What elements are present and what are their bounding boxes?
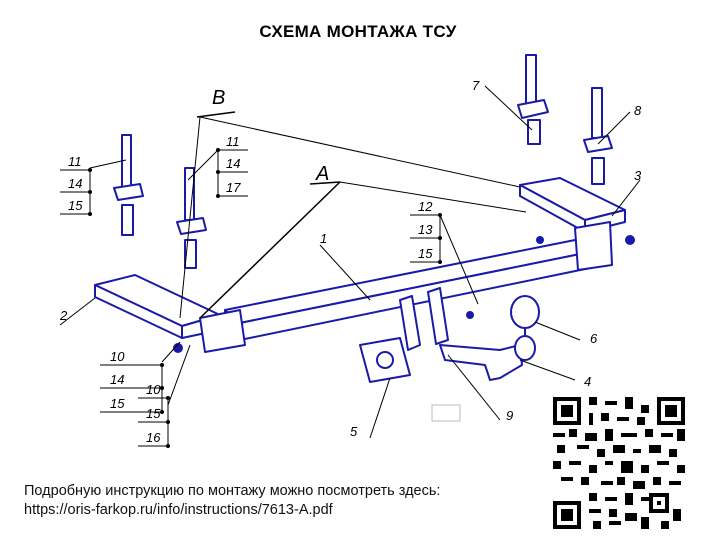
view-label-b: B: [212, 87, 225, 109]
callout-dots: [88, 148, 442, 448]
hw-left-top-2: 14: [68, 176, 82, 191]
hw-right-3: 15: [418, 246, 433, 261]
hw-bottom-left2-3: 16: [146, 430, 161, 445]
hw-left-top-1: 11: [68, 154, 82, 169]
socket-plate: [359, 337, 411, 383]
hw-bottom-left2-2: 15: [146, 406, 161, 421]
hw-bottom-left-2: 14: [110, 372, 124, 387]
bolt-7: [517, 54, 549, 145]
bolt-middle: [176, 167, 207, 269]
part-9-label: 9: [506, 408, 513, 423]
footer-text: Подробную инструкцию по монтажу можно по…: [24, 483, 441, 499]
hw-right-1: 12: [418, 199, 433, 214]
hw-bottom-left2-1: 10: [146, 382, 161, 397]
hw-bottom-left-1: 10: [110, 349, 125, 364]
right-bracket: [519, 177, 626, 271]
tow-ball: [510, 295, 540, 361]
part-8-label: 8: [634, 103, 642, 118]
hw-bottom-left-3: 15: [110, 396, 125, 411]
hw-mid-top-2: 14: [226, 156, 240, 171]
label-placeholder: [431, 404, 461, 422]
hw-right-2: 13: [418, 222, 433, 237]
view-label-a: A: [315, 163, 329, 185]
hw-left-top-3: 15: [68, 198, 83, 213]
left-bracket: [94, 274, 246, 353]
part-2-label: 2: [59, 308, 68, 323]
bolt-left: [113, 134, 144, 236]
hw-mid-top-1: 11: [226, 134, 240, 149]
part-6-label: 6: [590, 331, 598, 346]
part-3-label: 3: [634, 168, 642, 183]
part-7-label: 7: [472, 78, 480, 93]
part-1-label: 1: [320, 231, 327, 246]
qr-code-icon[interactable]: [553, 397, 685, 529]
part-4-label: 4: [584, 374, 591, 389]
page-title: СХЕМА МОНТАЖА ТСУ: [259, 22, 457, 41]
ball-mount: [399, 287, 523, 381]
hw-mid-top-3: 17: [226, 180, 241, 195]
callout-lines: [59, 85, 641, 447]
bolt-8: [583, 87, 613, 185]
part-5-label: 5: [350, 424, 358, 439]
instructions-link[interactable]: https://oris-farkop.ru/info/instructions…: [24, 502, 333, 518]
footer-note: Подробную инструкцию по монтажу можно по…: [24, 482, 440, 520]
